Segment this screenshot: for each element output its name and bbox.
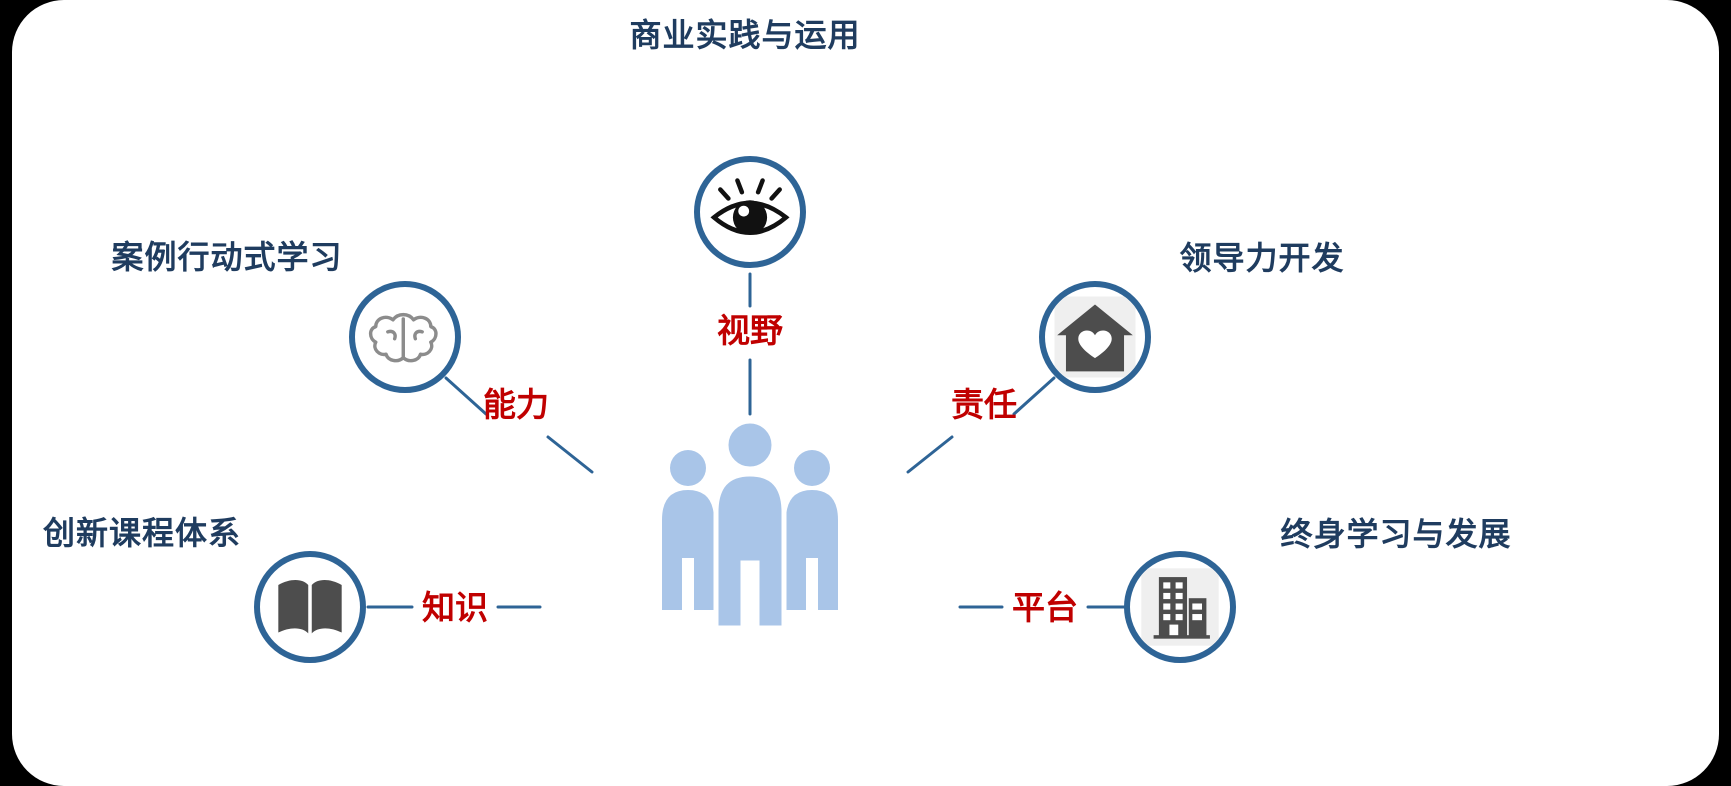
brain-icon [368, 312, 438, 363]
node-title-lower-left: 创新课程体系 [42, 514, 241, 552]
keyword-vision: 视野 [717, 311, 783, 350]
node-circle-upper-right [1039, 281, 1151, 393]
keyword-platform: 平台 [1012, 588, 1078, 627]
node-title-upper-left: 案例行动式学习 [111, 238, 343, 276]
keyword-ability: 能力 [483, 385, 549, 424]
node-title-top: 商业实践与运用 [629, 16, 861, 54]
node-circle-lower-right [1124, 551, 1236, 663]
node-title-upper-right: 领导力开发 [1179, 239, 1345, 277]
keyword-knowledge: 知识 [422, 588, 488, 627]
building-icon [1141, 568, 1219, 646]
keyword-responsibility: 责任 [951, 385, 1017, 424]
node-circle-top [694, 156, 806, 268]
node-circle-lower-left [254, 551, 366, 663]
eye-icon [710, 178, 790, 235]
node-circle-upper-left [349, 281, 461, 393]
people-group [662, 418, 838, 631]
open-book-icon [278, 580, 342, 634]
node-title-lower-right: 终身学习与发展 [1280, 515, 1512, 553]
house-heart-icon [1054, 296, 1136, 378]
